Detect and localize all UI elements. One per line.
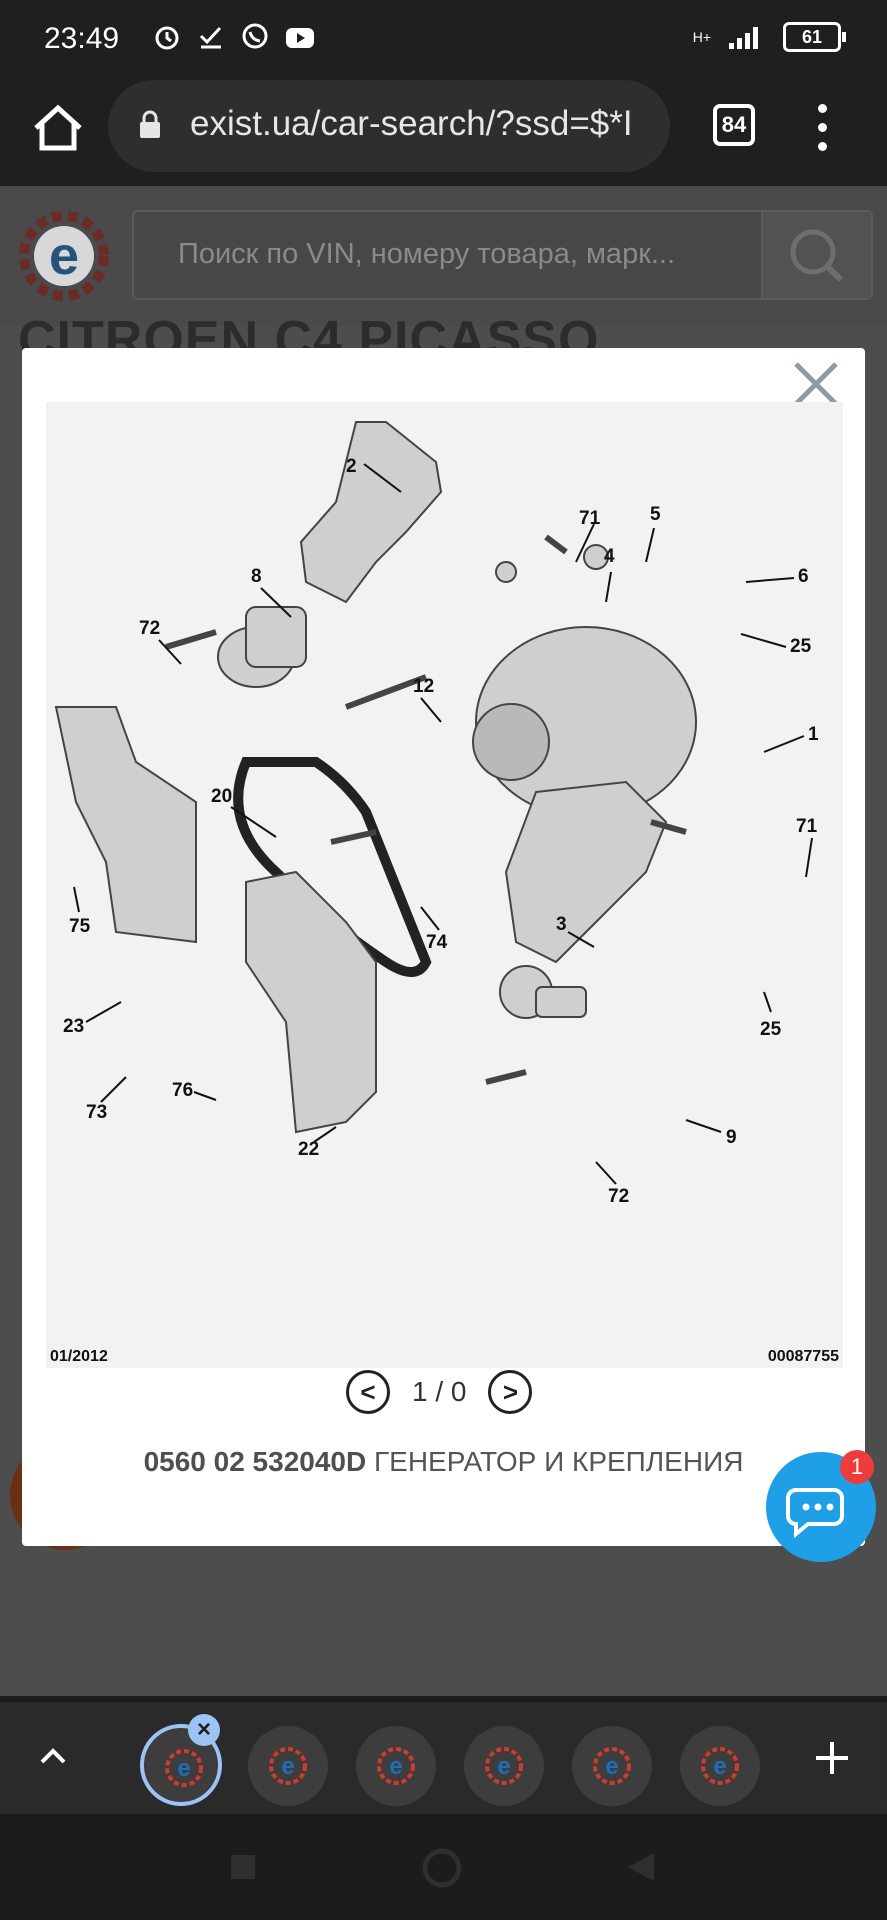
tab-thumbnail[interactable]: e: [464, 1726, 544, 1806]
check-icon: [199, 26, 222, 49]
site-search-input[interactable]: Поиск по VIN, номеру товара, марк...: [132, 210, 873, 300]
lock-icon: [140, 110, 160, 138]
youtube-icon: [286, 28, 314, 48]
search-button[interactable]: [761, 212, 871, 298]
diagram-date: 01/2012: [50, 1348, 108, 1365]
viber-icon: [242, 23, 268, 49]
svg-text:5: 5: [650, 504, 661, 525]
home-nav-icon[interactable]: [420, 1846, 464, 1890]
svg-text:75: 75: [69, 916, 91, 937]
caption-code: 0560 02 532040D: [143, 1446, 367, 1477]
svg-text:e: e: [497, 1753, 510, 1780]
network-type: H+: [692, 29, 711, 45]
parts-diagram: 2 71 5 4 6 8 25 72 12 1 20 71 75 74 3 23 25 73 76 9 22 7…: [46, 402, 843, 1368]
diagram-code: 00087755: [767, 1348, 839, 1365]
status-bar: 23:49 H+ 61: [0, 0, 887, 74]
tab-switcher-button[interactable]: 84: [713, 104, 755, 146]
svg-text:74: 74: [426, 932, 448, 953]
collapse-tabs-icon[interactable]: [36, 1740, 70, 1774]
caption-title: ГЕНЕРАТОР И КРЕПЛЕНИЯ: [374, 1446, 744, 1477]
back-icon[interactable]: [624, 1850, 658, 1884]
svg-text:22: 22: [298, 1139, 319, 1160]
svg-text:e: e: [713, 1753, 726, 1780]
svg-text:9: 9: [726, 1127, 737, 1148]
exist-favicon-icon: e: [377, 1747, 415, 1785]
recents-icon[interactable]: [228, 1852, 258, 1882]
svg-text:71: 71: [796, 816, 818, 837]
svg-text:25: 25: [790, 636, 812, 657]
page-indicator: 1 / 0: [412, 1376, 467, 1407]
svg-text:72: 72: [608, 1186, 629, 1207]
exist-favicon-icon: e: [701, 1747, 739, 1785]
close-tab-button[interactable]: ×: [188, 1714, 220, 1746]
exist-favicon-icon: e: [485, 1747, 523, 1785]
exist-favicon-icon: e: [165, 1749, 203, 1787]
url-text: exist.ua/car-search/?ssd=$*I: [190, 104, 633, 143]
svg-text:76: 76: [172, 1080, 193, 1101]
exist-favicon-icon: e: [593, 1747, 631, 1785]
svg-text:25: 25: [760, 1019, 782, 1040]
status-time: 23:49: [44, 22, 120, 55]
chat-badge: 1: [840, 1450, 874, 1484]
tab-thumbnail[interactable]: e: [248, 1726, 328, 1806]
svg-text:23: 23: [63, 1016, 84, 1037]
svg-text:8: 8: [251, 566, 262, 587]
battery-icon: 61: [783, 22, 846, 52]
tab-thumbnail[interactable]: e: [572, 1726, 652, 1806]
search-icon: [790, 229, 844, 283]
svg-text:e: e: [177, 1755, 190, 1782]
system-nav-bar: [0, 1814, 887, 1920]
svg-text:20: 20: [211, 786, 232, 807]
diagram-drawing: 2 71 5 4 6 8 25 72 12 1 20 71 75 74 3 23 25 73 76 9 22 7…: [54, 421, 819, 1207]
svg-text:e: e: [49, 226, 79, 286]
svg-text:73: 73: [86, 1102, 107, 1123]
svg-text:72: 72: [139, 618, 160, 639]
svg-text:e: e: [389, 1753, 402, 1780]
svg-text:e: e: [605, 1753, 618, 1780]
svg-text:3: 3: [556, 914, 567, 935]
exist-favicon-icon: e: [269, 1747, 307, 1785]
image-pager: < 1 / 0 >: [346, 1368, 533, 1416]
svg-text:6: 6: [798, 566, 809, 587]
tab-thumbnail[interactable]: e: [356, 1726, 436, 1806]
svg-text:71: 71: [579, 508, 601, 529]
site-header: e Поиск по VIN, номеру товара, марк...: [0, 186, 887, 326]
chat-icon: [786, 1488, 844, 1539]
exist-logo[interactable]: e: [16, 208, 112, 304]
svg-text:e: e: [281, 1753, 294, 1780]
diagram-caption: 0560 02 532040D ГЕНЕРАТОР И КРЕПЛЕНИЯ: [22, 1446, 865, 1478]
svg-text:1: 1: [808, 724, 819, 745]
next-button[interactable]: >: [488, 1370, 533, 1414]
close-icon[interactable]: [788, 356, 844, 412]
home-icon[interactable]: [28, 98, 88, 158]
add-tab-icon[interactable]: [812, 1738, 852, 1778]
search-placeholder: Поиск по VIN, номеру товара, марк...: [178, 238, 676, 270]
tab-thumbnail[interactable]: e: [680, 1726, 760, 1806]
menu-icon[interactable]: [818, 104, 828, 151]
tab-strip: e × e e e e e: [0, 1696, 887, 1820]
svg-text:2: 2: [346, 456, 357, 477]
svg-text:12: 12: [413, 676, 434, 697]
browser-toolbar: exist.ua/car-search/?ssd=$*I 84: [0, 74, 887, 186]
alarm-icon: [155, 26, 179, 50]
prev-button[interactable]: <: [346, 1370, 390, 1414]
url-field[interactable]: exist.ua/car-search/?ssd=$*I: [108, 80, 670, 172]
signal-icon: [729, 27, 758, 49]
svg-text:4: 4: [604, 546, 615, 567]
